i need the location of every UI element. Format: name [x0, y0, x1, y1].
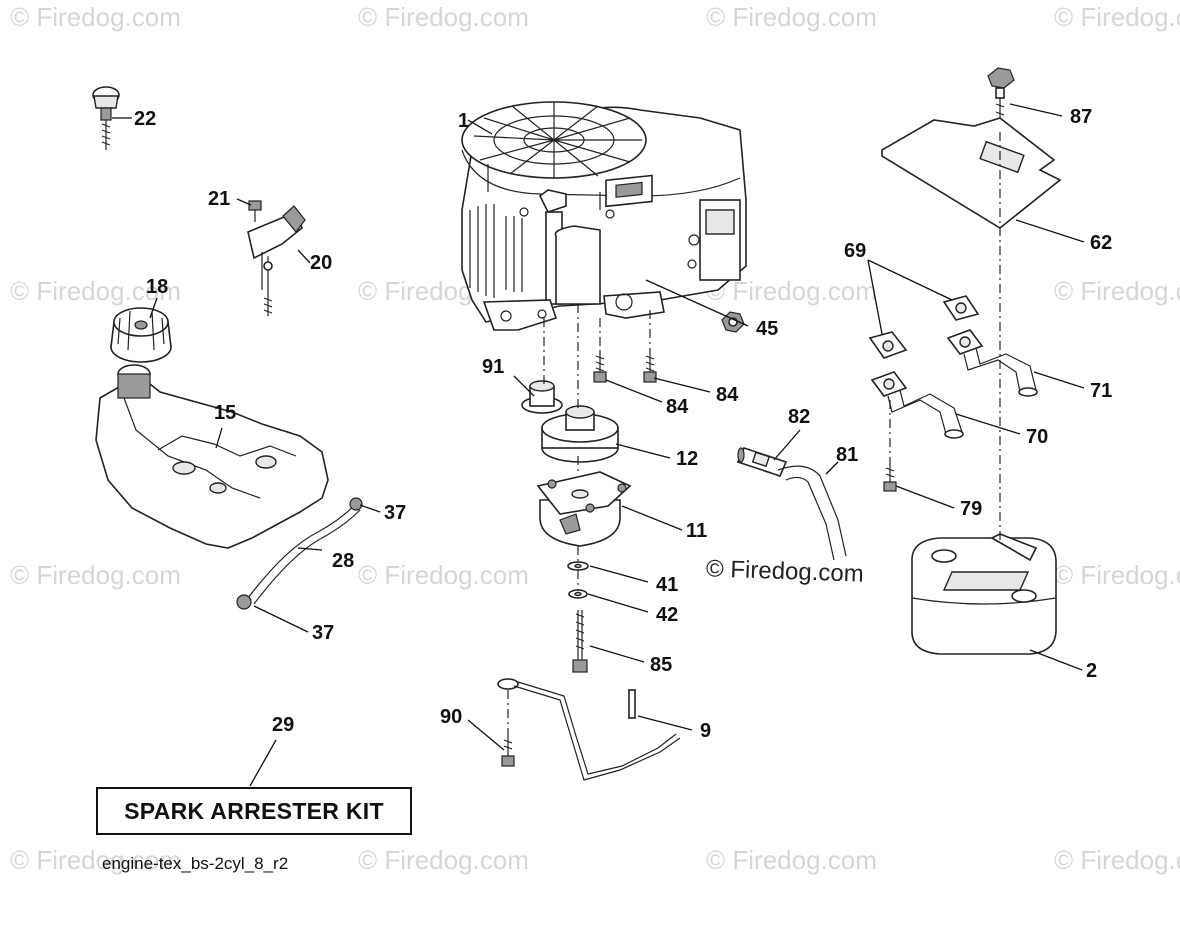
spark-arrester-kit-box: SPARK ARRESTER KIT — [96, 787, 412, 835]
part-28-fuel-line — [236, 497, 363, 610]
callout-37: 37 — [312, 622, 335, 644]
watermark: © Firedog.com — [706, 2, 877, 32]
part-1-engine — [461, 101, 747, 331]
callout-42: 42 — [656, 604, 679, 626]
part-71-exhaust-pipe — [946, 329, 1038, 397]
callout-22: 22 — [134, 108, 157, 130]
callout-1: 1 — [458, 110, 470, 132]
callout-9: 9 — [700, 720, 712, 742]
part-81-hose — [777, 465, 847, 561]
part-91-bushing — [521, 380, 563, 414]
callout-41: 41 — [656, 574, 679, 596]
watermark: © Firedog.com — [1054, 276, 1180, 306]
part-22-plunger — [92, 86, 120, 150]
part-69-gaskets — [868, 295, 980, 359]
callout-84: 84 — [716, 384, 739, 406]
callout-87: 87 — [1070, 106, 1093, 128]
callout-11: 11 — [686, 520, 708, 542]
callout-81: 81 — [836, 444, 859, 466]
callout-45: 45 — [756, 318, 779, 340]
part-90-bolt — [501, 736, 515, 767]
part-82-fitting — [736, 447, 788, 477]
part-85-bolt — [572, 610, 588, 673]
part-62-heat-shield — [881, 117, 1062, 229]
callout-37: 37 — [384, 502, 407, 524]
callout-69: 69 — [844, 240, 867, 262]
watermark: © Firedog.com — [358, 560, 529, 590]
watermark: © Firedog.com — [358, 2, 529, 32]
callout-82: 82 — [788, 406, 811, 428]
part-20-throttle-bracket — [247, 200, 306, 316]
callout-20: 20 — [310, 252, 333, 274]
callout-70: 70 — [1026, 426, 1049, 448]
callout-2: 2 — [1086, 660, 1098, 682]
part-11-pto-clutch — [536, 471, 632, 547]
part-15-fuel-tank — [95, 364, 329, 549]
callout-71: 71 — [1090, 380, 1113, 402]
callout-12: 12 — [676, 448, 699, 470]
leader-lines — [112, 103, 1085, 787]
callout-90: 90 — [440, 706, 463, 728]
part-9-brace-rod — [497, 678, 681, 781]
part-79-bolt — [883, 464, 897, 492]
callout-85: 85 — [650, 654, 673, 676]
callout-62: 62 — [1090, 232, 1113, 254]
file-reference: engine-tex_bs-2cyl_8_r2 — [102, 854, 289, 873]
part-12-pulley — [541, 405, 619, 463]
watermark: © Firedog.com — [358, 845, 529, 875]
callout-91: 91 — [482, 356, 505, 378]
part-18-fuel-cap — [110, 307, 172, 363]
watermark: © Firedog.com — [10, 2, 181, 32]
part-70-exhaust-pipe — [870, 371, 964, 439]
watermark: © Firedog.com — [10, 560, 181, 590]
part-2-muffler — [911, 533, 1057, 655]
callout-21: 21 — [208, 188, 231, 210]
watermark: © Firedog.com — [706, 845, 877, 875]
part-41-42-washers — [567, 561, 589, 599]
watermark: © Firedog.com — [10, 276, 181, 306]
callout-15: 15 — [214, 402, 237, 424]
watermark: © Firedog.com — [1054, 2, 1180, 32]
callout-79: 79 — [960, 498, 983, 520]
assembly-lines — [507, 132, 1001, 736]
center-watermark: © Firedog.com — [705, 555, 865, 588]
callout-29: 29 — [272, 714, 295, 736]
callout-84: 84 — [666, 396, 689, 418]
watermark: © Firedog.com — [10, 845, 181, 875]
watermark: © Firedog.com — [1054, 560, 1180, 590]
watermark: © Firedog.com — [1054, 845, 1180, 875]
watermark: © Firedog.com — [706, 276, 877, 306]
spark-arrester-kit-label: SPARK ARRESTER KIT — [124, 797, 384, 824]
callout-18: 18 — [146, 276, 169, 298]
part-84-bolts — [593, 352, 657, 383]
callout-28: 28 — [332, 550, 355, 572]
